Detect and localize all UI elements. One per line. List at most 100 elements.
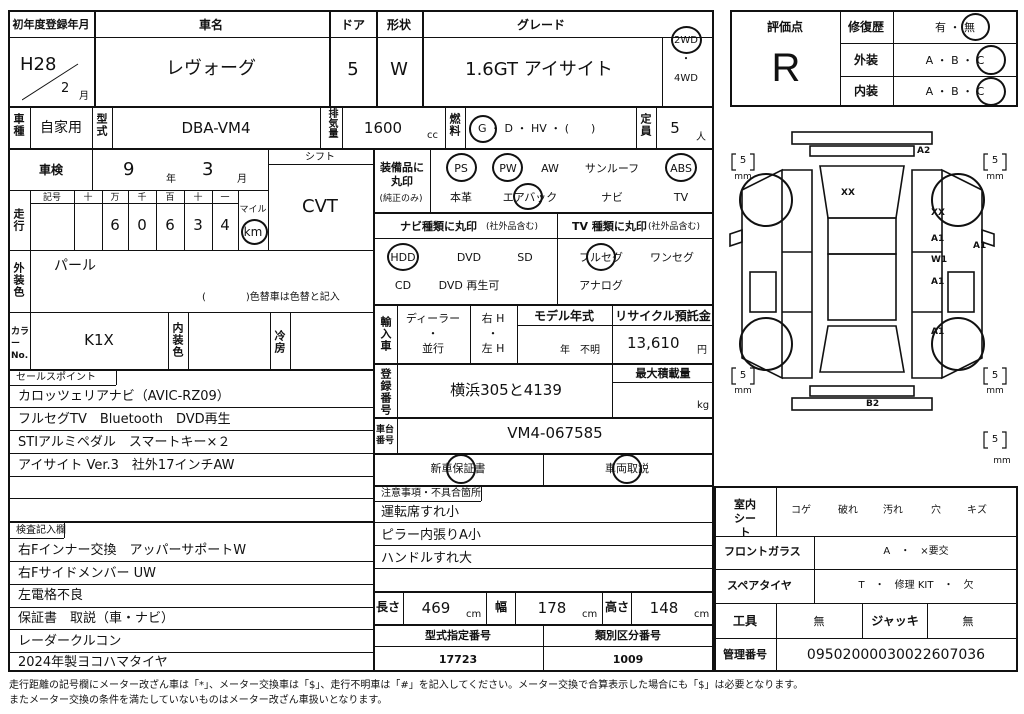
footer-note: 走行距離の記号欄にメーター改ざん車は「*」、メーター交換車は「$」、走行不明車は… bbox=[9, 680, 804, 691]
divider bbox=[30, 190, 31, 250]
circle-mark-km bbox=[241, 219, 268, 245]
tyre-depth-value: 5 bbox=[739, 155, 747, 166]
import-right-h: 右 H bbox=[481, 312, 505, 325]
max-load-unit: kg bbox=[697, 400, 710, 411]
shift-label: シフト bbox=[305, 152, 335, 163]
divider bbox=[927, 603, 928, 638]
tv-item: アナログ bbox=[579, 279, 623, 292]
damage-mark: A1 bbox=[973, 241, 987, 251]
divider bbox=[714, 536, 1018, 537]
divider bbox=[30, 106, 31, 148]
width-unit: cm bbox=[582, 609, 598, 620]
width-label: 幅 bbox=[494, 600, 508, 614]
interior-sheet-item: キズ bbox=[967, 505, 987, 516]
divider bbox=[814, 536, 815, 603]
divider bbox=[128, 190, 129, 250]
divider bbox=[714, 603, 1018, 604]
damage-mark: XX bbox=[931, 208, 945, 218]
repair-label: 修復歴 bbox=[847, 20, 885, 34]
import-label: 輸入車 bbox=[379, 316, 392, 352]
inspection-month-unit: 月 bbox=[237, 174, 247, 185]
damage-mark: A1 bbox=[931, 327, 945, 337]
color-label: 外装色 bbox=[12, 262, 25, 298]
divider bbox=[268, 164, 373, 165]
navi-item: DVD bbox=[456, 251, 482, 264]
damage-mark: A1 bbox=[931, 234, 945, 244]
length-label: 長さ bbox=[375, 600, 401, 614]
equipment-label: 装備品に丸印 bbox=[380, 161, 424, 188]
divider bbox=[631, 591, 632, 624]
navi-label-sub: (社外品含む) bbox=[486, 222, 539, 232]
circle-mark-repair-none bbox=[961, 13, 990, 41]
divider bbox=[602, 591, 603, 624]
footer-note: またメーター交換の条件を満たしていないものはメーター改ざん車扱いとなります。 bbox=[9, 695, 388, 706]
interior-sheet-label: 室内シート bbox=[734, 498, 756, 539]
divider bbox=[373, 417, 714, 419]
divider bbox=[373, 148, 375, 672]
divider bbox=[8, 385, 116, 386]
divider bbox=[320, 106, 321, 148]
inspector-line: レーダークルコン bbox=[18, 634, 122, 649]
divider bbox=[543, 453, 544, 485]
divider bbox=[102, 190, 103, 250]
mileage-unit-label: マイル bbox=[239, 205, 267, 215]
tyre-depth-unit: mm bbox=[993, 456, 1011, 466]
divider bbox=[714, 638, 1018, 639]
height-value: 148 bbox=[649, 599, 679, 617]
interior-label: 内装 bbox=[853, 84, 879, 98]
divider bbox=[517, 325, 714, 326]
mileage-digit: 6 bbox=[110, 216, 120, 234]
first-reg-month: 2 bbox=[61, 81, 70, 96]
length-unit: cm bbox=[466, 609, 482, 620]
body-value: W bbox=[390, 59, 408, 80]
exterior-options: A ・ B ・ C bbox=[925, 54, 985, 67]
score-value: R bbox=[771, 46, 801, 90]
damage-mark: A1 bbox=[931, 277, 945, 287]
mileage-header: 万 bbox=[110, 193, 120, 203]
divider bbox=[840, 10, 841, 107]
navi-item: SD bbox=[517, 251, 533, 264]
divider bbox=[8, 584, 373, 585]
divider bbox=[30, 203, 238, 204]
spare-tire-options: T ・ 修理 KIT ・ 欠 bbox=[858, 580, 974, 591]
color-code-value: K1X bbox=[84, 331, 114, 349]
circle-mark-pw bbox=[492, 153, 523, 182]
management-no-value: 09502000030022607036 bbox=[806, 647, 986, 663]
divider bbox=[465, 106, 466, 148]
class-no-value: 1009 bbox=[612, 653, 644, 666]
mileage-header: 十 bbox=[83, 193, 93, 203]
damage-mark: B2 bbox=[866, 399, 880, 409]
model-year-value: 年 不明 bbox=[560, 345, 600, 356]
drive-dot: ・ bbox=[681, 54, 691, 65]
navi-item: DVD 再生可 bbox=[438, 279, 500, 292]
navi-item: CD bbox=[394, 279, 412, 292]
tyre-depth-value: 5 bbox=[991, 155, 999, 166]
tv-label: TV 種類に丸印 bbox=[572, 220, 647, 233]
divider bbox=[92, 148, 93, 190]
tv-item: ワンセグ bbox=[650, 251, 694, 264]
repair-options: 有 ・ 無 bbox=[935, 21, 975, 34]
length-value: 469 bbox=[421, 599, 451, 617]
divider bbox=[168, 312, 169, 369]
height-unit: cm bbox=[694, 609, 710, 620]
damage-mark: W1 bbox=[931, 255, 948, 265]
damage-mark: A2 bbox=[917, 146, 931, 156]
divider bbox=[515, 591, 516, 624]
capacity-label: 定員 bbox=[639, 113, 652, 137]
divider bbox=[862, 603, 863, 638]
divider bbox=[373, 304, 714, 306]
import-dot: ・ bbox=[487, 327, 499, 340]
inspector-line: 保証書 取説（車・ナビ） bbox=[18, 611, 175, 626]
interior-sheet-item: 穴 bbox=[931, 505, 941, 516]
divider bbox=[486, 591, 487, 624]
divider bbox=[238, 190, 239, 250]
divider bbox=[30, 250, 31, 312]
chassis-label: 車台番号 bbox=[376, 425, 395, 446]
divider bbox=[188, 312, 189, 369]
rating-frame bbox=[730, 10, 1018, 107]
inspector-label: 検査記入欄 bbox=[16, 525, 66, 536]
divider bbox=[8, 453, 373, 454]
inspector-line: 左電格不良 bbox=[18, 588, 84, 603]
divider bbox=[776, 603, 777, 672]
windshield-options: A ・ ×要交 bbox=[883, 546, 949, 557]
